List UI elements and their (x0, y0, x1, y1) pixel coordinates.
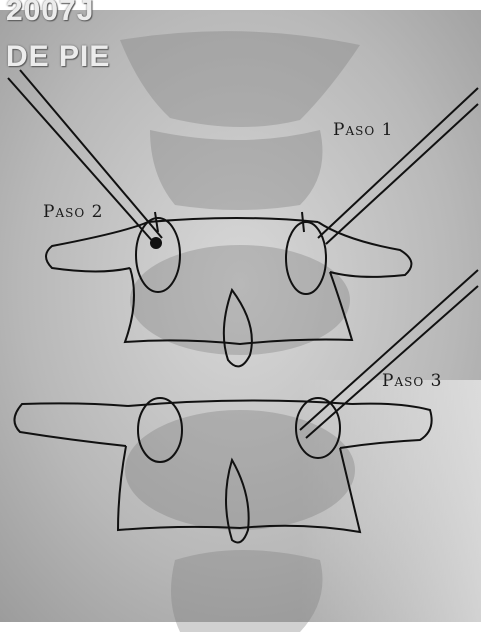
step-2-label: Paso 2 (43, 202, 103, 222)
film-code-label: 2007J (6, 0, 94, 28)
step-3-label: Paso 3 (382, 371, 442, 391)
step-1-label: Paso 1 (333, 120, 393, 140)
film-position-label: DE PIE (6, 40, 110, 74)
